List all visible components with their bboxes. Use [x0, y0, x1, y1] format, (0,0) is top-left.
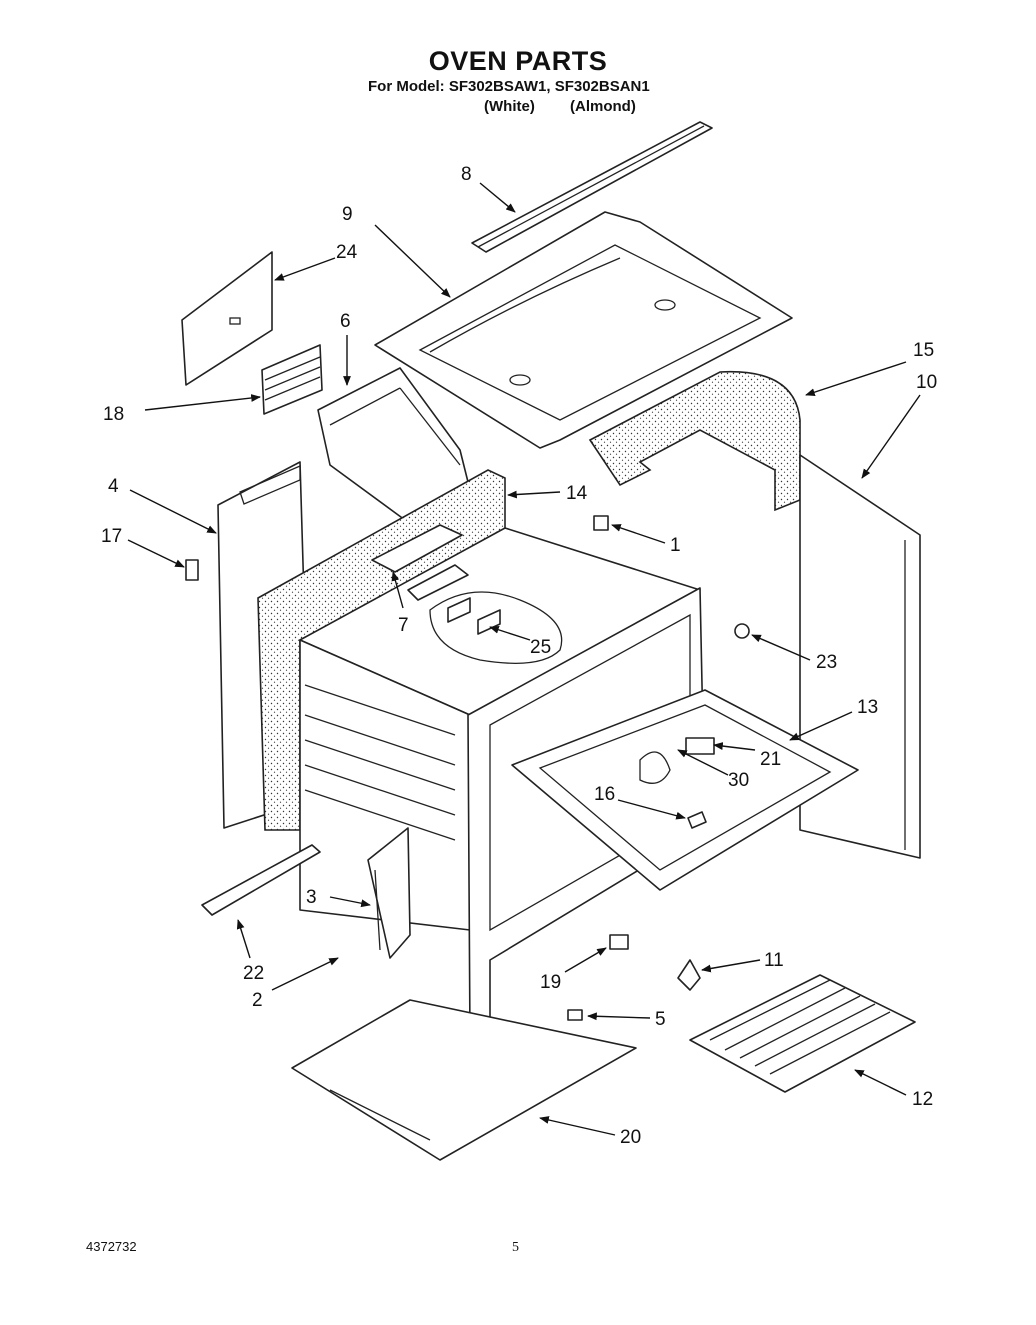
part-25-element-bracket [447, 597, 501, 635]
callout-5: 5 [655, 1009, 666, 1030]
part-18-vent [261, 344, 323, 415]
part-19 [609, 934, 629, 950]
model-line: For Model: SF302BSAW1, SF302BSAN1 [368, 78, 650, 95]
callout-3: 3 [306, 887, 317, 908]
callout-11: 11 [764, 950, 784, 971]
callout-7: 7 [398, 615, 409, 636]
callout-labels: 8 9 24 6 18 4 17 14 15 10 1 7 25 23 13 2… [101, 164, 937, 1148]
callout-4: 4 [108, 476, 119, 497]
part-1 [593, 515, 609, 531]
leader-lines [127, 182, 921, 1136]
part-21 [685, 737, 715, 755]
callout-14: 14 [566, 483, 588, 504]
callout-17: 17 [101, 526, 122, 547]
document-number: 4372732 [86, 1239, 137, 1254]
callout-10: 10 [916, 372, 937, 393]
part-7-vent-openings [371, 524, 469, 601]
page-title: OVEN PARTS [428, 46, 608, 76]
callout-19: 19 [540, 972, 561, 993]
part-13-broiler-pan [511, 689, 859, 891]
callout-9: 9 [342, 204, 353, 225]
part-5 [567, 1009, 583, 1021]
part-11 [677, 959, 701, 991]
callout-25: 25 [530, 637, 551, 658]
part-12-oven-rack [689, 974, 916, 1093]
callout-23: 23 [816, 652, 837, 673]
part-17 [185, 559, 199, 581]
callout-6: 6 [340, 311, 351, 332]
callout-21: 21 [760, 749, 781, 770]
callout-30: 30 [728, 770, 749, 791]
callout-8: 8 [461, 164, 472, 185]
callout-18: 18 [103, 404, 124, 425]
callout-20: 20 [620, 1127, 641, 1148]
callout-24: 24 [336, 242, 358, 263]
part-16 [687, 811, 707, 829]
variant-white: (White) [484, 98, 535, 115]
callout-12: 12 [912, 1089, 933, 1110]
callout-1: 1 [670, 535, 681, 556]
part-24-panel [181, 251, 273, 386]
part-8-top-rail [471, 121, 713, 253]
part-20-bottom-panel [291, 999, 637, 1161]
callout-22: 22 [243, 963, 264, 984]
variant-almond: (Almond) [570, 98, 636, 115]
part-22-rail [201, 844, 321, 916]
page-number: 5 [512, 1240, 519, 1255]
callout-16: 16 [594, 784, 615, 805]
part-23 [734, 623, 750, 639]
callout-15: 15 [913, 340, 934, 361]
part-3-hinge [367, 827, 411, 959]
part-15-insulation [588, 370, 801, 512]
part-9-top-frame [374, 211, 793, 449]
callout-2: 2 [252, 990, 263, 1011]
callout-13: 13 [857, 697, 878, 718]
